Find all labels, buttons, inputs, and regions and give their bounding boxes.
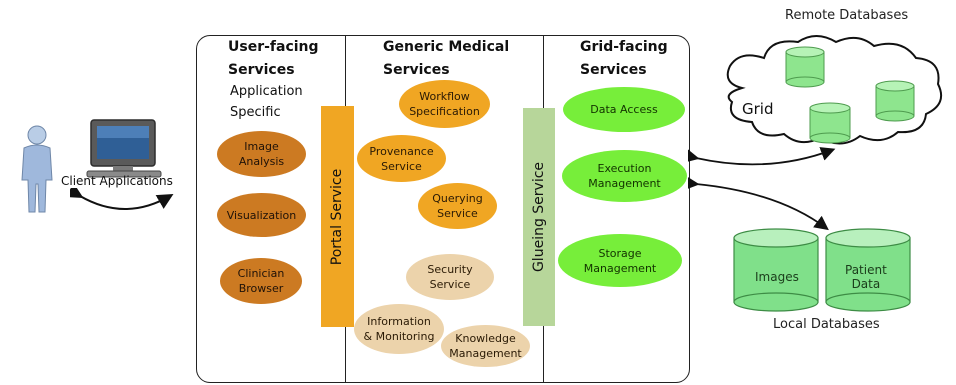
grid-facing-heading: Grid-facing Services (580, 39, 668, 78)
user-facing-heading: User-facing Services (228, 39, 319, 78)
client-applications-label: Client Applications (61, 174, 173, 188)
grid-cloud (726, 35, 942, 145)
glueing-service-bar: Glueing Service (523, 108, 555, 326)
patient-data-db-label: Patient Data (845, 263, 887, 291)
client-arrow (70, 188, 174, 210)
glueing-service-label: Glueing Service (531, 161, 548, 273)
images-database-icon (733, 228, 819, 312)
grid-database-icon-1 (785, 46, 825, 88)
client-illustration (21, 119, 162, 213)
patient-data-database-icon (825, 228, 911, 312)
grid-database-icon-2 (875, 80, 915, 122)
visualization-node: Visualization (217, 193, 306, 237)
generic-medical-heading: Generic Medical Services (383, 39, 510, 78)
portal-service-bar: Portal Service (321, 106, 354, 327)
local-databases-illustration (733, 228, 911, 312)
user-figure-icon (21, 125, 53, 213)
local-databases-label: Local Databases (773, 317, 880, 332)
portal-service-label: Portal Service (329, 168, 346, 265)
information-monitoring-node: Information& Monitoring (354, 304, 444, 354)
grid-database-icon-3 (809, 102, 851, 144)
data-access-node: Data Access (563, 87, 685, 132)
computer-icon (86, 119, 162, 178)
images-db-label: Images (755, 270, 799, 284)
storage-arrows (688, 147, 836, 231)
remote-databases-label: Remote Databases (785, 8, 909, 23)
application-specific-label: Application Specific (230, 84, 303, 120)
grid-label: Grid (742, 100, 774, 118)
